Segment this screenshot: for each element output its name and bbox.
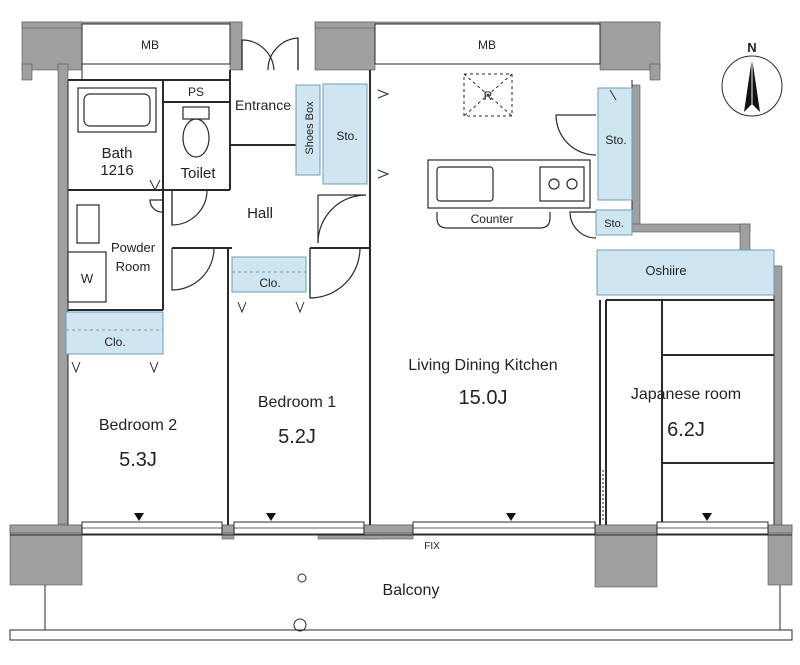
door-leaves (171, 38, 319, 298)
partitions (68, 70, 774, 525)
clo-bedroom2-box (65, 311, 164, 355)
japanese-name-label: Japanese room (631, 386, 741, 403)
mb-right-box (374, 23, 601, 65)
sto-kitchen-box (597, 87, 633, 201)
bedroom1-size-label: 5.2J (278, 426, 316, 448)
clo-bedroom1-label: Clo. (259, 276, 280, 290)
living-size-label: 15.0J (459, 387, 508, 409)
bath-size-label: 1216 (100, 162, 133, 179)
powder-room-label-1: Powder (111, 240, 156, 255)
japanese-size-label: 6.2J (667, 419, 705, 441)
storage-areas (65, 83, 775, 355)
window-arrows (134, 513, 712, 521)
storage-dashes (66, 271, 306, 331)
sto-entry-box (322, 83, 368, 185)
bedroom2-size-label: 5.3J (119, 449, 157, 471)
mb-right-label: MB (478, 38, 496, 52)
kitchen-counter (427, 159, 591, 209)
north-arrow (721, 55, 783, 117)
toilet-label: Toilet (180, 165, 216, 182)
balcony (9, 534, 793, 641)
oshiire-box (596, 249, 775, 296)
counter-label: Counter (471, 212, 514, 226)
toilet-fixture (182, 106, 210, 158)
ps-label: PS (188, 85, 204, 99)
powder-room-label-2: Room (116, 259, 151, 274)
sto-small-box (595, 209, 633, 236)
mb-left-label: MB (141, 38, 159, 52)
doors (149, 37, 597, 299)
sto-small-label: Sto. (604, 218, 624, 230)
north-label: N (747, 40, 756, 55)
balcony-label: Balcony (383, 582, 440, 599)
refrigerator (463, 73, 513, 117)
counter-curve (436, 212, 551, 229)
shoes-box (295, 84, 321, 176)
fix-label: FIX (424, 541, 440, 552)
washer-box (67, 251, 107, 303)
mb-left-box (81, 23, 231, 65)
living-name-label: Living Dining Kitchen (408, 357, 557, 374)
refrigerator-label: R (484, 89, 493, 103)
entrance-label: Entrance (235, 97, 291, 113)
sto-kitchen-label: Sto. (605, 133, 626, 147)
bedroom1-name-label: Bedroom 1 (258, 394, 336, 411)
clo-bedroom1-box (231, 256, 307, 293)
powder-sink (76, 204, 100, 244)
mb-boxes (81, 23, 601, 65)
bathtub (77, 87, 157, 133)
sto-entry-label: Sto. (336, 129, 357, 143)
washer-label: W (81, 271, 94, 286)
shoes-box-label: Shoes Box (304, 101, 316, 155)
bedroom2-name-label: Bedroom 2 (99, 417, 177, 434)
clo-bedroom2-label: Clo. (104, 335, 125, 349)
hall-label: Hall (247, 205, 273, 222)
oshiire-label: Oshiire (645, 263, 686, 278)
walls (9, 21, 793, 588)
bath-label: Bath (102, 145, 133, 162)
sliding-marks (71, 89, 617, 374)
